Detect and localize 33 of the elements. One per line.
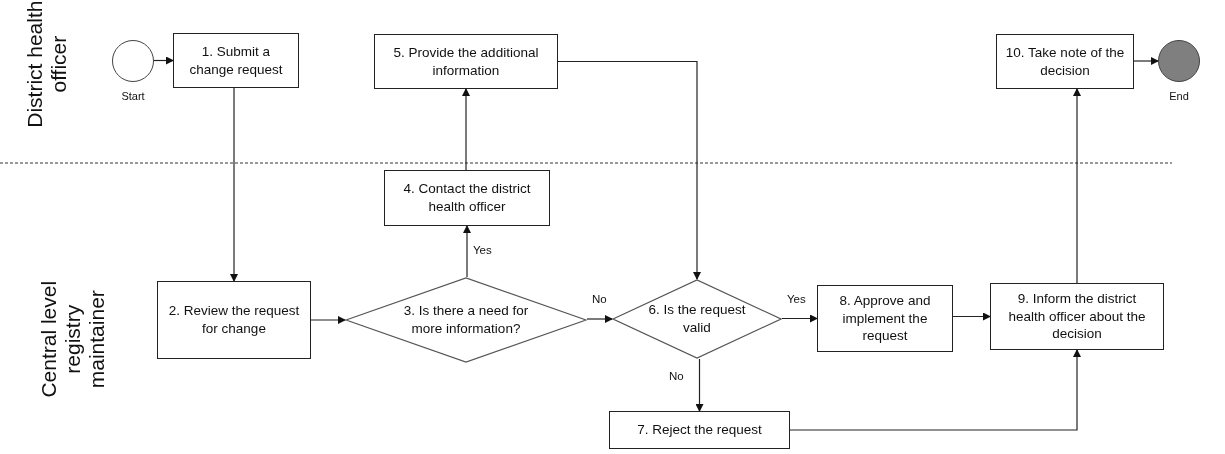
edge-label: Yes [786,293,807,305]
arrow [695,358,704,412]
edge-label: Yes [472,244,493,256]
event-label: Start [120,90,146,102]
edge-label: No [591,293,608,305]
event-label: End [1168,90,1190,102]
arrow [789,349,1081,431]
arrow [463,225,471,278]
arrow [153,56,174,65]
arrow [1133,57,1159,65]
arrow [310,316,346,324]
process-box: 7. Reject the request [609,411,790,449]
decision-diamond: 6. Is the request valid [612,279,782,359]
process-box: 1. Submit a change request [173,33,299,88]
process-box: 9. Inform the district health officer about the decision [990,283,1164,350]
end-event-circle [1158,40,1200,82]
arrow [586,315,613,323]
process-box: 4. Contact the district health officer [384,170,550,226]
process-box: 5. Provide the additional information [374,34,558,89]
process-box: 10. Take note of the decision [996,34,1134,89]
start-event-circle [112,40,154,82]
process-box: 2. Review the request for change [157,281,311,359]
swimlane-label: District health officer [22,0,71,130]
edge-label: No [668,370,685,382]
arrow [952,312,991,321]
arrow [462,88,470,171]
arrow [781,314,818,323]
swimlane-label: Central level registry maintainer [36,279,110,400]
process-box: 8. Approve and implement the request [817,285,953,352]
arrow [557,60,701,280]
arrow [1073,88,1081,284]
decision-diamond: 3. Is there a need for more information? [345,277,587,363]
arrow [230,87,238,282]
